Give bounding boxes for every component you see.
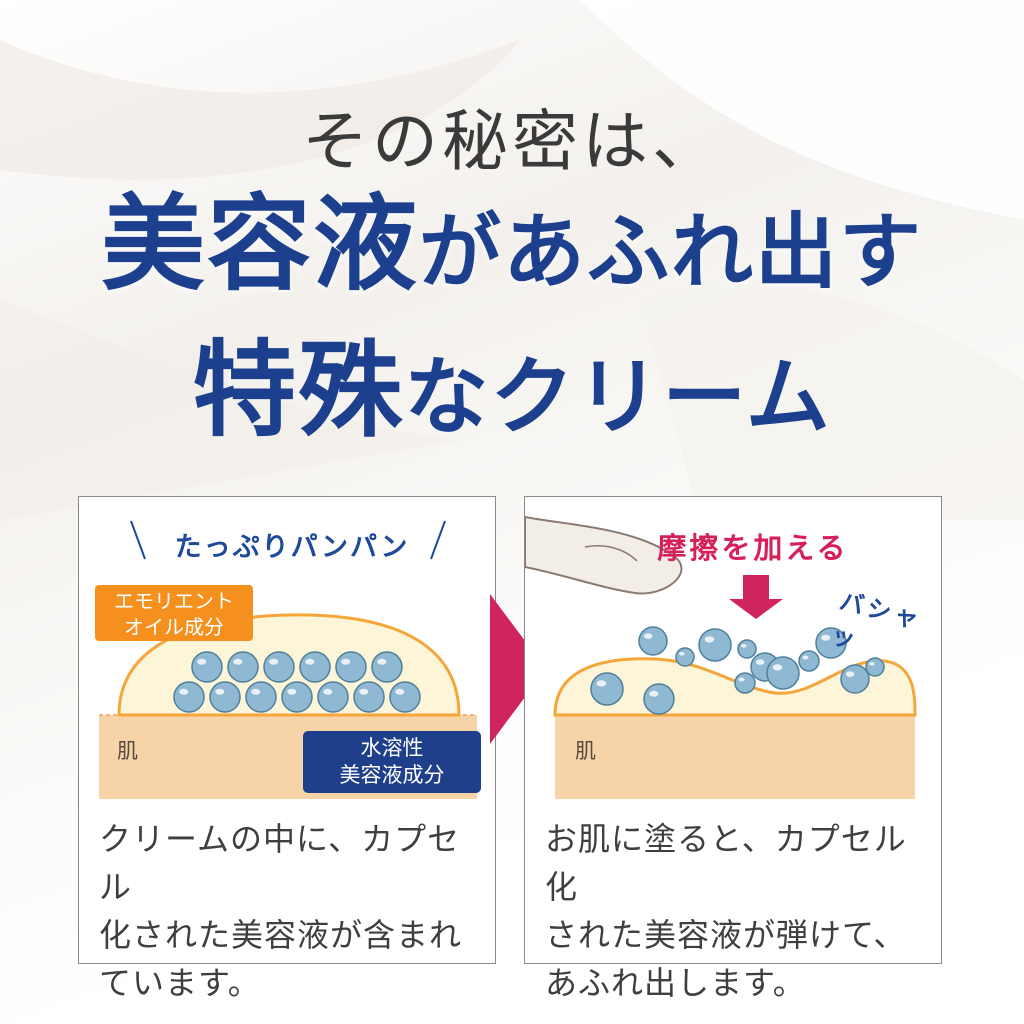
capsule-diagram-after: [525, 515, 917, 799]
capsule-highlight: [269, 658, 279, 665]
capsule-highlight: [755, 659, 765, 665]
capsule-highlight: [704, 636, 715, 643]
capsule-bubble: [281, 681, 313, 713]
panel-after: 摩擦を加える バシャッ 肌 お肌に塗ると、カプセル化 された美容液が弾けて、 あ…: [524, 496, 942, 1002]
capsule-bubble: [317, 681, 349, 713]
capsule-bubble: [209, 681, 241, 713]
capsule-highlight: [395, 688, 405, 695]
capsule-highlight: [869, 662, 875, 666]
capsule-bubble: [766, 656, 800, 690]
finger-icon: [525, 515, 683, 595]
capsule-highlight: [772, 664, 783, 671]
capsule-bubble: [245, 681, 277, 713]
capsule-bubble: [389, 681, 421, 713]
tag-emollient-oil: エモリエント オイル成分: [95, 585, 253, 641]
capsule-highlight: [679, 652, 685, 656]
description-after-line3: あふれ出します。: [545, 964, 806, 1002]
capsule-bubble: [643, 683, 675, 715]
label-skin: 肌: [575, 739, 596, 763]
capsule-bubble: [299, 651, 331, 683]
capsule-bubble: [227, 651, 259, 683]
capsule-bubble: [638, 626, 668, 656]
label-plump: たっぷりパンパン: [174, 532, 410, 563]
description-before-line3: ています。: [99, 964, 261, 1002]
headline-special-cream: 特殊なクリーム: [0, 338, 1024, 442]
capsule-bubble: [353, 681, 385, 713]
description-before-line2: 化された美容液が含まれ: [99, 916, 463, 954]
capsule-highlight: [821, 634, 831, 641]
capsule-highlight: [741, 644, 747, 648]
capsule-bubble: [371, 651, 403, 683]
panel-before: たっぷりパンパン エモリエント オイル成分 肌 水溶性 美容液成分 クリームの中…: [78, 496, 496, 1002]
tag-water-soluble-serum: 水溶性 美容液成分: [303, 731, 481, 793]
play-triangle-icon: [490, 594, 546, 744]
capsule-bubble: [191, 651, 223, 683]
capsule-highlight: [197, 658, 207, 665]
label-skin: 肌: [117, 739, 138, 763]
capsule-highlight: [359, 688, 369, 695]
capsule-highlight: [341, 658, 351, 665]
capsule-bubble: [675, 647, 695, 667]
burst-capsules: [590, 626, 885, 715]
tag-emollient-line2: オイル成分: [124, 615, 224, 639]
background-swirl: [0, 40, 1024, 520]
description-before-line1: クリームの中に、カプセル: [99, 820, 461, 906]
headline-secret: その秘密は、: [302, 103, 722, 180]
tag-serum-line2: 美容液成分: [339, 763, 445, 787]
capsule-bubble: [590, 672, 624, 706]
headline-overflows: があふれ出す: [419, 204, 924, 300]
capsule-bubble: [798, 650, 820, 672]
capsule-highlight: [738, 677, 745, 682]
capsule-highlight: [649, 690, 659, 697]
tag-serum-line1: 水溶性: [360, 736, 424, 760]
capsule-bubble: [698, 628, 732, 662]
headline-serum-overflows: 美容液があふれ出す: [0, 192, 1024, 296]
headline-serum: 美容液: [100, 182, 419, 305]
capsule-highlight: [377, 658, 387, 665]
tag-emollient-line1: エモリエント: [114, 589, 234, 613]
capsule-highlight: [287, 688, 297, 695]
capsule-highlight: [305, 658, 315, 665]
capsule-bubble: [737, 639, 757, 659]
headline-cream: なクリーム: [404, 347, 832, 446]
capsule-highlight: [179, 688, 189, 695]
description-after-line1: お肌に塗ると、カプセル化: [545, 820, 907, 906]
capsule-highlight: [215, 688, 225, 695]
capsule-bubble: [335, 651, 367, 683]
capsule-highlight: [845, 671, 855, 677]
capsule-highlight: [233, 658, 243, 665]
headline-special: 特殊: [192, 328, 405, 451]
capsule-bubble: [840, 664, 870, 694]
capsule-bubble: [263, 651, 295, 683]
capsule-highlight: [323, 688, 333, 695]
description-before: クリームの中に、カプセル 化された美容液が含まれ ています。: [99, 815, 483, 1007]
arrow-down-icon: [729, 575, 783, 619]
description-after-line2: された美容液が弾けて、: [545, 916, 907, 954]
description-after: お肌に塗ると、カプセル化 された美容液が弾けて、 あふれ出します。: [545, 815, 929, 1007]
capsule-bubble: [173, 681, 205, 713]
capsule-highlight: [596, 680, 607, 687]
capsule-highlight: [802, 655, 809, 660]
label-apply-friction: 摩擦を加える: [657, 531, 849, 565]
capsule-bubble: [734, 672, 756, 694]
capsule-highlight: [251, 688, 261, 695]
serum-capsules: [173, 651, 421, 713]
capsule-highlight: [643, 633, 653, 639]
